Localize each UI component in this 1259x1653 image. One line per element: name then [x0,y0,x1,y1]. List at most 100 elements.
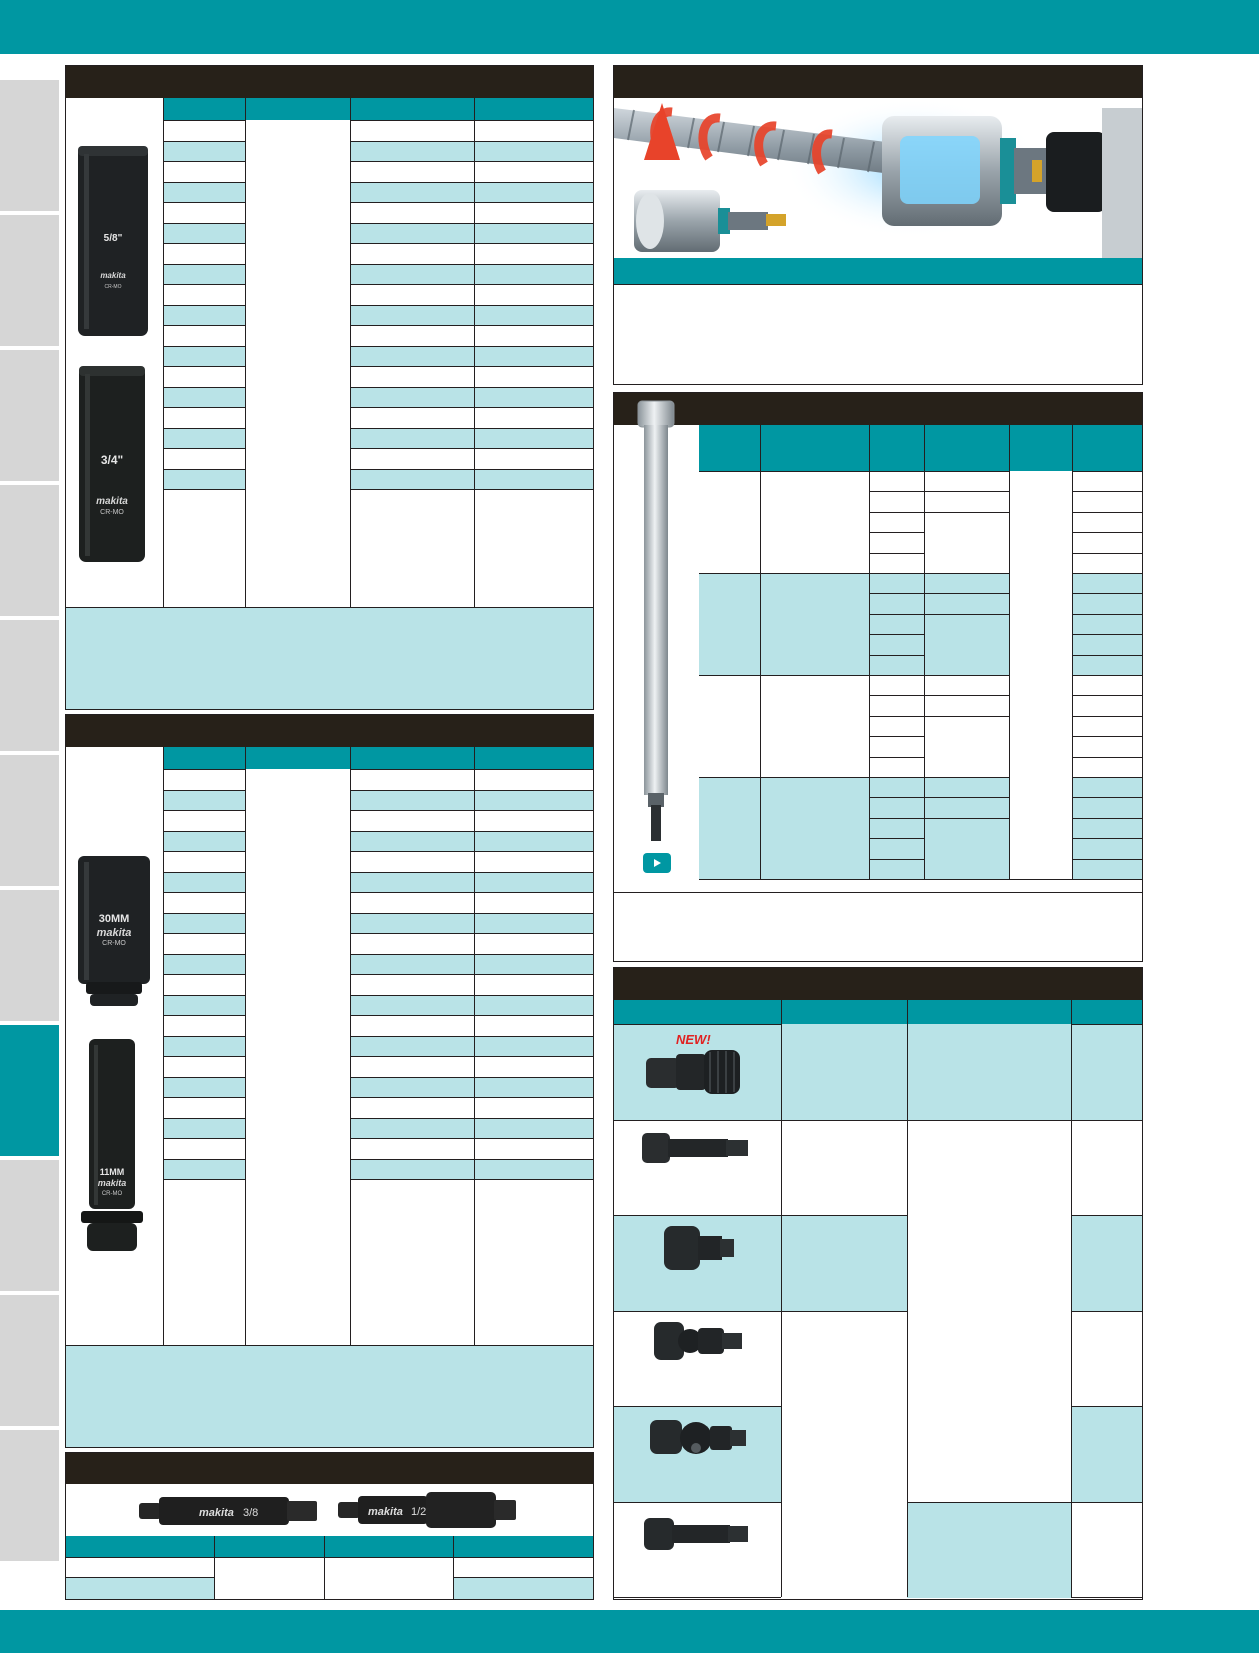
table-rule [1072,532,1142,533]
socket-size-30mm: 30MM [99,913,130,925]
table-rule [163,1056,245,1057]
table-rule [474,98,475,607]
table-rule [163,1118,245,1119]
table-row [474,1056,593,1077]
table-row [350,366,474,387]
table-rule [924,491,1009,492]
table-rule [924,425,925,879]
adapter-image-4 [654,1322,746,1360]
side-tab-11[interactable] [0,1430,59,1561]
table-rule [350,1077,593,1078]
table-rule [924,614,1009,615]
side-tab-8-active[interactable] [0,1025,59,1156]
side-tab-2[interactable] [0,215,59,346]
table-rule [1072,573,1142,574]
table-row [163,468,245,489]
table-header-row [614,1000,1142,1024]
table-rule [163,1138,245,1139]
table-rule [163,892,245,893]
table-row [350,994,474,1015]
table-rule [907,1502,1071,1503]
table-rule [350,769,593,770]
metric-spec-table [163,747,593,1345]
adapter-table-header [66,1536,593,1557]
table-rule [1071,1597,1142,1598]
side-tab-10[interactable] [0,1295,59,1426]
table-row [350,448,474,469]
table-group-cell [760,573,869,675]
table-rule [924,797,1009,798]
table-row [350,325,474,346]
table-header-row [163,747,593,769]
side-tab-5[interactable] [0,620,59,751]
table-rule [350,305,593,306]
table-row [350,871,474,892]
side-tab-6[interactable] [0,755,59,886]
table-rule [350,933,593,934]
table-rule [350,325,593,326]
metric-notes-box [66,1345,593,1447]
adapter-row-2-right [453,1578,593,1599]
table-row [474,202,593,223]
socket-material: CR-MO [102,940,126,947]
table-rule [350,851,593,852]
socket-material: CR-MO [105,284,122,290]
table-rule [163,141,245,142]
table-rule [869,716,924,717]
table-rule [869,512,924,513]
table-rule [350,1138,593,1139]
table-rule [350,407,593,408]
table-rule [350,1179,593,1180]
adapter-bit-1-2-label: 1/2 [411,1506,426,1518]
side-tab-9[interactable] [0,1160,59,1291]
table-rule [350,141,593,142]
table-rule [163,223,245,224]
table-rule [350,954,593,955]
table-rule [1009,425,1010,879]
side-tab-7[interactable] [0,890,59,1021]
table-rule [163,1015,245,1016]
socket-size-3-4: 3/4" [101,453,123,467]
table-row [350,1015,474,1036]
table-group-cell [869,675,924,777]
table-rule [924,695,1009,696]
table-rule [350,974,593,975]
table-row [163,912,245,933]
table-row [474,407,593,428]
table-rule [350,892,593,893]
table-rule [163,346,245,347]
table-rule [1071,1406,1142,1407]
table-rule [350,469,593,470]
table-rule [869,471,924,472]
side-tab-1[interactable] [0,80,59,211]
table-row [350,1117,474,1138]
table-row [163,1056,245,1077]
play-icon [654,859,661,867]
table-row [474,222,593,243]
side-tab-3[interactable] [0,350,59,481]
table-row [350,407,474,428]
table-group-cell [699,573,760,675]
side-tab-nav [0,80,59,1565]
table-rule [163,448,245,449]
adapter-cell [781,1311,907,1598]
table-rule [163,933,245,934]
table-group-cell [699,471,760,573]
table-group-cell [1072,777,1142,879]
table-row [350,1158,474,1179]
table-rule [350,387,593,388]
table-rule [163,1077,245,1078]
table-rule [350,790,593,791]
table-rule [163,1159,245,1160]
table-rule [163,120,245,121]
table-row [474,181,593,202]
video-play-button[interactable] [643,853,671,873]
table-rule [350,448,593,449]
table-rule [869,736,924,737]
table-row [163,161,245,182]
table-rule [869,838,924,839]
side-tab-4[interactable] [0,485,59,616]
table-rule [163,428,245,429]
table-rule [163,851,245,852]
table-rule [350,1015,593,1016]
